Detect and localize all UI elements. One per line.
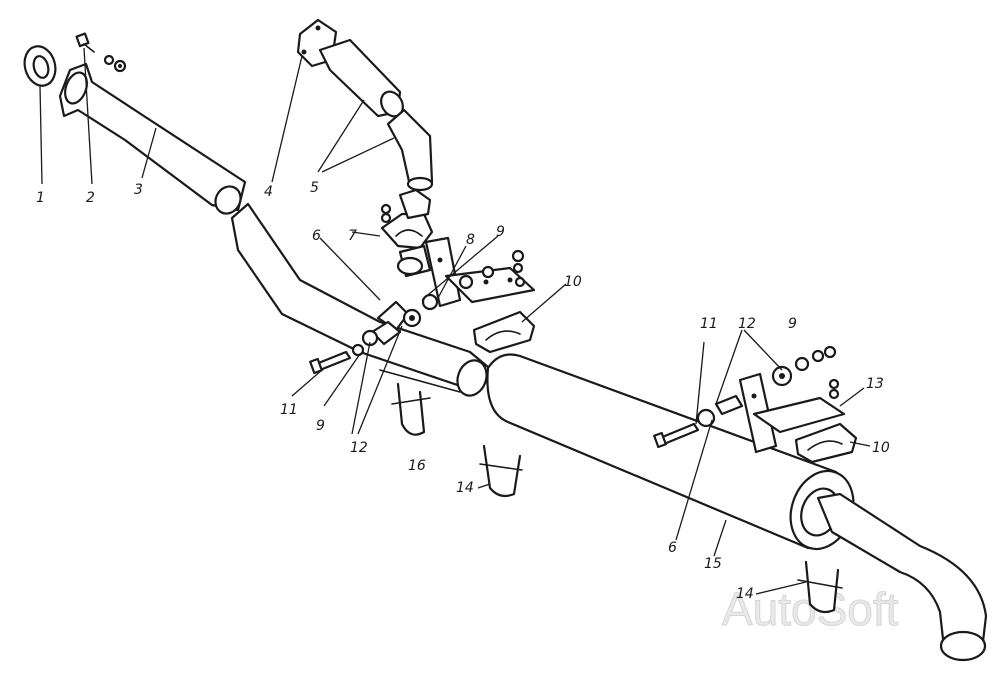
bolt-part-11-rear — [653, 422, 700, 449]
callout-4: 4 — [264, 184, 273, 200]
stud-nut-part-2 — [75, 32, 127, 73]
callout-5: 5 — [310, 180, 319, 196]
callout-14-rear: 14 — [736, 586, 754, 602]
callout-labels: 1 2 3 4 5 6 7 8 9 10 11 9 12 16 14 11 12… — [36, 180, 890, 602]
washers-part-9-upper — [421, 249, 526, 311]
callout-8: 8 — [466, 232, 475, 248]
clamp-part-10-rear — [794, 422, 858, 464]
callout-14-middle: 14 — [456, 480, 474, 496]
clamp-part-7 — [380, 188, 434, 250]
callout-9-lower: 9 — [316, 418, 325, 434]
callout-7: 7 — [348, 228, 357, 244]
bracket-part-13 — [738, 372, 846, 454]
callout-11-rear: 11 — [700, 316, 718, 332]
callout-10-front: 10 — [564, 274, 582, 290]
washers-part-9-rear — [828, 378, 840, 400]
callout-9-upper: 9 — [496, 224, 505, 240]
u-bolt-part-14-rear — [797, 560, 843, 614]
leader-lines — [39, 47, 871, 595]
tail-pipe — [816, 492, 988, 662]
callout-10-rear: 10 — [872, 440, 890, 456]
callout-12-rear: 12 — [738, 316, 756, 332]
u-bolt-part-16 — [391, 382, 431, 436]
bushings-part-12-rear — [771, 345, 837, 387]
clamp-part-10-front — [472, 310, 536, 354]
callout-3: 3 — [134, 182, 143, 198]
callout-6-rear: 6 — [668, 540, 677, 556]
cushion-part-6-rear — [696, 394, 744, 428]
callout-2: 2 — [86, 190, 95, 206]
callout-12-front: 12 — [350, 440, 368, 456]
callout-15: 15 — [704, 556, 722, 572]
short-pipe-section — [396, 244, 432, 278]
callout-11-front: 11 — [280, 402, 298, 418]
front-pipe-part-3 — [58, 62, 247, 215]
callout-9-rear: 9 — [788, 316, 797, 332]
callout-13: 13 — [866, 376, 884, 392]
bolt-part-11-front — [309, 343, 461, 393]
gasket-part-1 — [23, 45, 57, 87]
callout-16: 16 — [408, 458, 426, 474]
cushion-parts-6-12-front — [361, 300, 422, 347]
elbow-pipes-part-5 — [318, 38, 434, 192]
callout-6-front: 6 — [312, 228, 321, 244]
u-bolt-part-14-middle — [479, 444, 523, 498]
callout-1: 1 — [36, 190, 45, 206]
